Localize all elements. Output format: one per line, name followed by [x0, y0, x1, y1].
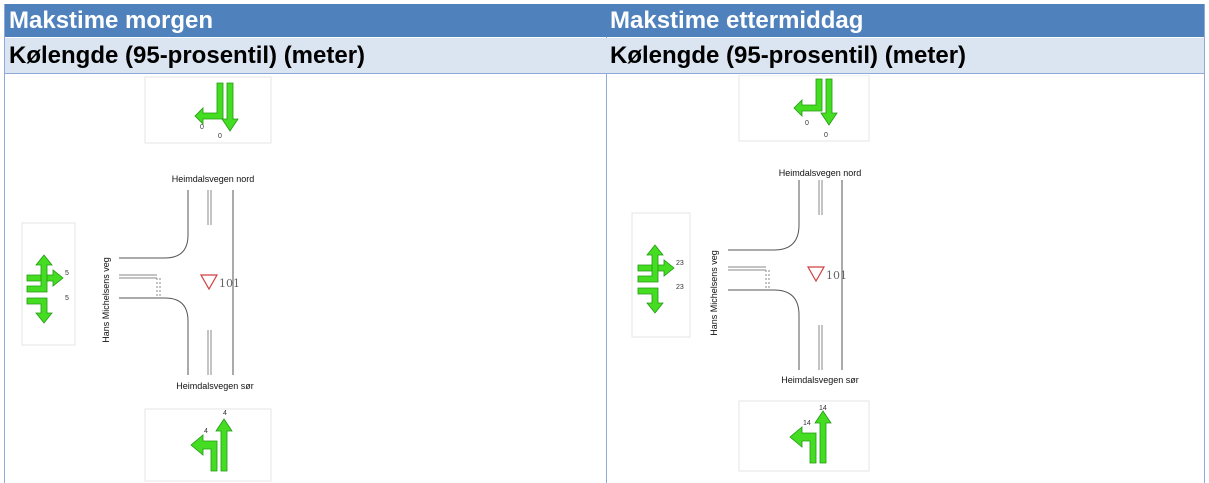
west-queue-box: 5 5 [21, 222, 76, 346]
panel-afternoon: Makstime ettermiddag Kølengde (95-prosen… [606, 4, 1204, 483]
intersection-diagram: 0 0 Heimdalsvegen nord [5, 75, 605, 483]
north-queue-box: 0 0 [738, 75, 870, 142]
panel-subtitle: Kølengde (95-prosentil) (meter) [606, 38, 1204, 74]
west-upper-queue: 23 [676, 260, 684, 267]
left-turn-arrow-icon [793, 78, 823, 117]
north-queue-box: 0 0 [144, 76, 272, 144]
west-upper-queue: 5 [65, 270, 69, 277]
north-through-queue: 0 [218, 133, 222, 140]
up-arrow-icon [215, 418, 233, 472]
right-turn-arrow-icon [26, 297, 53, 324]
road-north-label: Heimdalsvegen nord [779, 168, 862, 178]
left-turn-arrow-icon [789, 426, 817, 464]
south-left-queue: 14 [803, 420, 811, 427]
panel-title: Makstime ettermiddag [606, 4, 1204, 37]
north-left-queue: 0 [805, 120, 809, 127]
west-lower-queue: 5 [65, 295, 69, 302]
yield-sign-icon [806, 266, 826, 283]
west-queue-box: 23 23 [631, 212, 691, 338]
north-left-queue: 0 [200, 124, 204, 131]
road-west-label: Hans Michelsens veg [101, 257, 111, 343]
left-turn-arrow-icon [637, 244, 664, 283]
south-queue-box: 4 4 [144, 408, 272, 482]
north-through-queue: 0 [824, 132, 828, 139]
panel-subtitle: Kølengde (95-prosentil) (meter) [5, 38, 606, 74]
queue-length-table: Makstime morgen Kølengde (95-prosentil) … [4, 4, 1205, 483]
left-turn-arrow-icon [194, 82, 224, 125]
road-south-label: Heimdalsvegen sør [176, 381, 254, 391]
panel-morning: Makstime morgen Kølengde (95-prosentil) … [5, 4, 607, 483]
south-queue-box: 14 14 [738, 400, 870, 472]
intersection-diagram: 0 0 Heimdalsvegen nord [606, 75, 1202, 483]
junction-number: 101 [826, 269, 847, 282]
yield-sign-icon [199, 274, 219, 291]
south-through-queue: 14 [819, 405, 827, 412]
right-turn-arrow-icon [637, 287, 664, 314]
road-north-label: Heimdalsvegen nord [172, 174, 255, 184]
road-south-label: Heimdalsvegen sør [781, 375, 859, 385]
panel-title: Makstime morgen [5, 4, 606, 37]
road-west-label: Hans Michelsens veg [709, 250, 719, 336]
down-arrow-icon [221, 82, 239, 132]
south-left-queue: 4 [204, 428, 208, 435]
left-turn-arrow-icon [190, 434, 218, 472]
west-lower-queue: 23 [676, 284, 684, 291]
south-through-queue: 4 [223, 410, 227, 417]
down-arrow-icon [820, 78, 838, 126]
left-turn-arrow-icon [26, 254, 53, 293]
up-arrow-icon [814, 410, 832, 464]
junction-number: 101 [219, 277, 240, 290]
